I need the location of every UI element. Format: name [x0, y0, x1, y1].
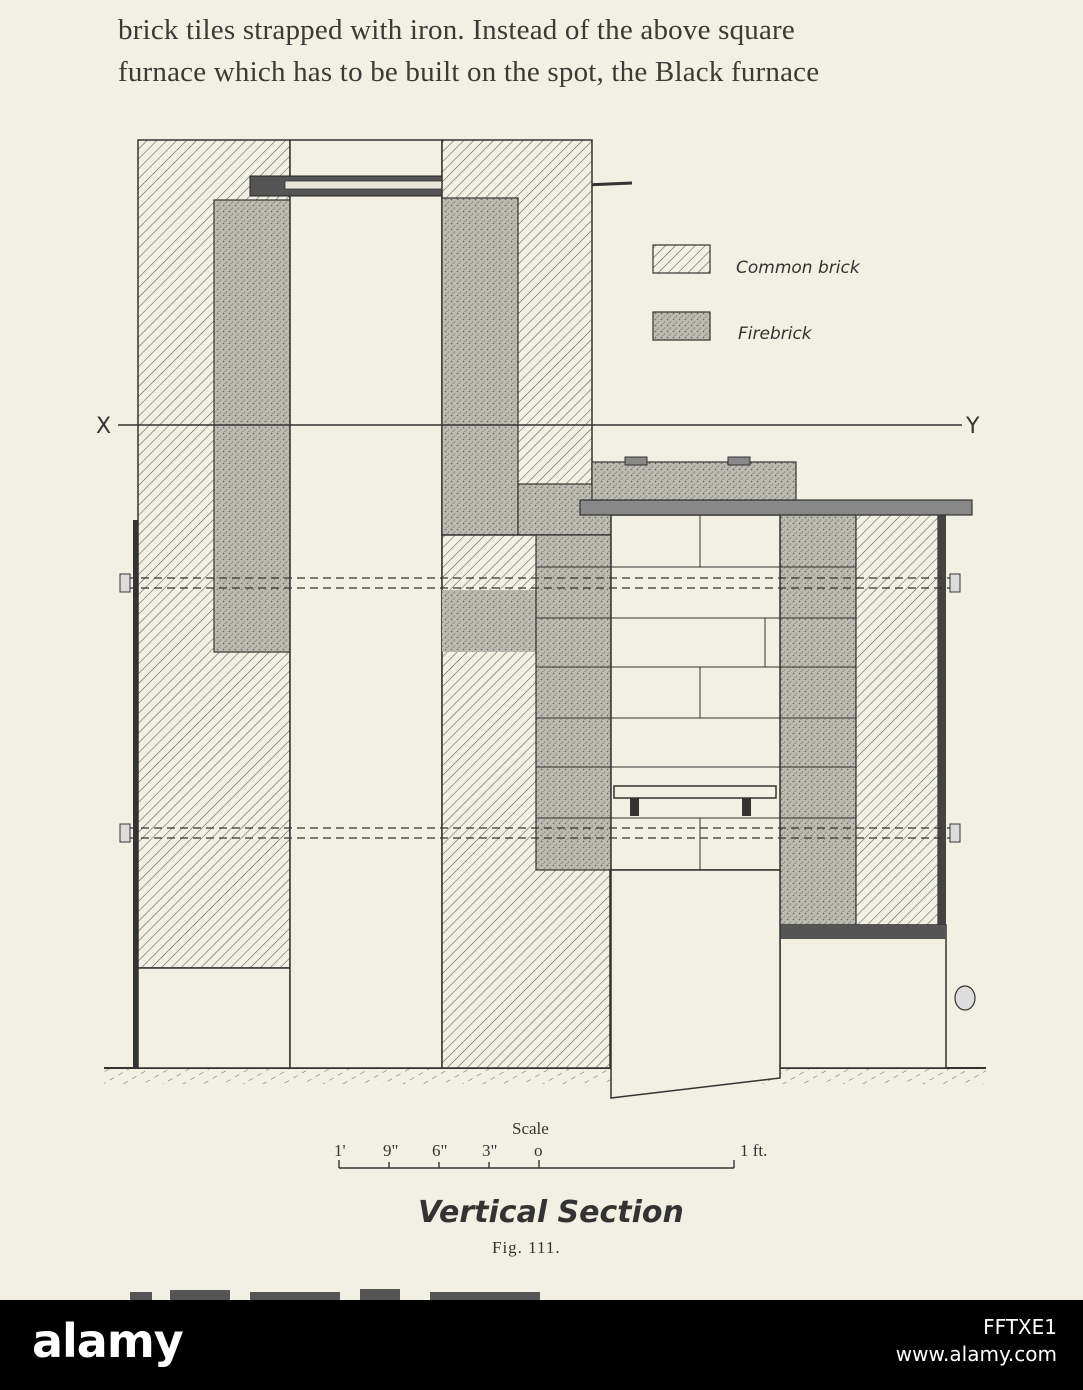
scale-bar: Scale 1' 9" 6" 3" o 1 ft.	[334, 1119, 767, 1169]
body-text-line-2: furnace which has to be built on the spo…	[118, 56, 820, 88]
scale-tick-label-3in: 3"	[482, 1141, 497, 1160]
scale-tick-label-9in: 9"	[383, 1141, 398, 1160]
image-id: FFTXE1	[983, 1315, 1057, 1339]
crucible-shelf	[613, 785, 777, 799]
section-marker-x: X	[96, 414, 111, 439]
right-iron-casing	[938, 515, 946, 1068]
legend-common-brick-swatch	[652, 244, 711, 274]
figure-number: Fig. 111.	[492, 1238, 561, 1257]
tie-rod-nut-top-left	[119, 573, 131, 593]
figure-caption-title: Vertical Section	[418, 1195, 684, 1230]
left-firebrick-lining	[213, 199, 291, 653]
tie-rod-nut-bottom-left	[119, 823, 131, 843]
footer-identifier: FFTXE1 www.alamy.com	[896, 1314, 1057, 1368]
lower-middle-firebrick	[442, 590, 537, 652]
tie-rod-nut-top-right	[949, 573, 961, 593]
legend: Common brick Firebrick	[652, 244, 861, 344]
watermark-footer: alamy FFTXE1 www.alamy.com	[0, 1300, 1083, 1390]
tie-rods	[128, 577, 960, 839]
furnace-chamber	[610, 514, 781, 871]
cover-handle-right	[727, 456, 751, 466]
furnace-top-plate	[579, 499, 973, 516]
legend-firebrick-label: Firebrick	[738, 324, 813, 344]
scale-tick-label-zero: o	[534, 1141, 543, 1160]
body-text-line-1: brick tiles strapped with iron. Instead …	[118, 14, 795, 46]
tie-rod-nut-bottom-right	[949, 823, 961, 843]
scale-tick-label-6in: 6"	[432, 1141, 447, 1160]
legend-firebrick-swatch	[652, 311, 711, 341]
furnace-left-firebrick-wall	[535, 534, 612, 871]
central-flue	[289, 139, 443, 1069]
scale-title: Scale	[512, 1119, 549, 1138]
left-base-block	[137, 967, 291, 1069]
scale-tick-label-1ft: 1'	[334, 1141, 346, 1160]
shelf-leg-left	[630, 798, 639, 816]
furnace-right-common-brick	[855, 514, 939, 926]
cover-handle-left	[624, 456, 648, 466]
right-firebrick-lining	[441, 197, 519, 536]
page-scan: brick tiles strapped with iron. Instead …	[96, 14, 986, 1300]
door-handle-knob	[954, 985, 976, 1011]
damper-rod	[584, 181, 633, 187]
ash-pit	[779, 924, 947, 1069]
cut-off-text-line	[130, 1289, 540, 1300]
furnace-vertical-section-drawing: X Y Common brick Firebrick Scale 1' 9" 6…	[96, 139, 986, 1257]
section-marker-y: Y	[965, 414, 980, 439]
chamber-brick-courses	[536, 515, 856, 870]
scale-tick-label-end: 1 ft.	[740, 1141, 767, 1160]
legend-common-brick-label: Common brick	[736, 258, 861, 278]
ground-hatching	[104, 1068, 986, 1084]
furnace-right-firebrick-wall	[779, 514, 857, 926]
grate-bar	[780, 925, 946, 939]
brand-logo: alamy	[32, 1314, 184, 1368]
shelf-leg-right	[742, 798, 751, 816]
site-url: www.alamy.com	[895, 1342, 1057, 1366]
left-iron-strap	[133, 520, 138, 1068]
ash-pit-door	[610, 869, 781, 1099]
furnace-cover-tiles	[591, 461, 797, 501]
